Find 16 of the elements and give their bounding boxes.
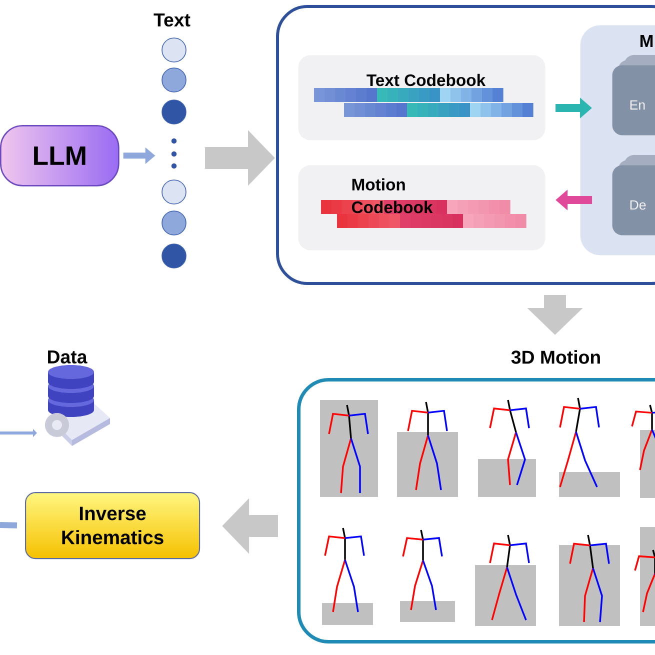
stacked-block: De bbox=[612, 155, 655, 236]
stacked-block: En bbox=[612, 55, 655, 136]
heading: Data bbox=[48, 350, 88, 364]
token-circle bbox=[162, 68, 186, 92]
token-circle bbox=[162, 38, 186, 62]
process-box: Inverse Kinematics bbox=[25, 492, 200, 560]
rounded-frame bbox=[276, 5, 655, 285]
panel-title: Motion Codebook bbox=[352, 178, 433, 214]
llm-box: LLM bbox=[0, 125, 120, 186]
token-circle bbox=[162, 210, 186, 236]
token-circle bbox=[162, 100, 186, 124]
panel-title: Text Codebook bbox=[366, 74, 486, 86]
token-circle bbox=[162, 180, 186, 204]
column-heading: Text bbox=[154, 13, 190, 26]
token-circle bbox=[162, 244, 186, 268]
heading: 3D Motion bbox=[511, 350, 600, 364]
